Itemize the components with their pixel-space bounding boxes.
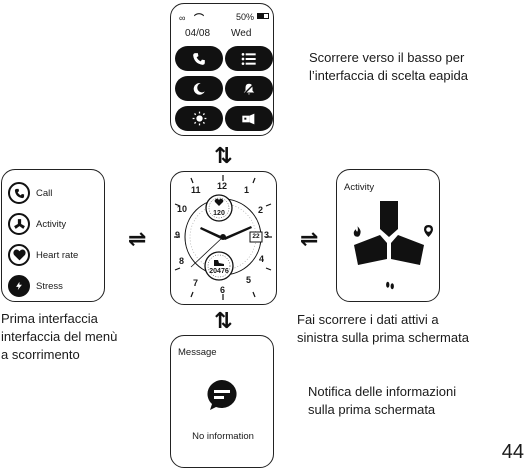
sleep-button[interactable] [175,76,223,101]
heart-icon [8,244,30,266]
weekday-text: Wed [231,28,252,39]
bottom-caption-line2: sulla prima schermata [308,402,436,417]
left-caption-line3: a scorrimento [1,347,80,362]
message-screen: Message No information [170,335,274,468]
left-caption-line2: interfaccia del menù [1,329,118,344]
list-item-call[interactable]: Call [8,182,52,204]
left-caption-line1: Prima interfaccia [1,311,98,326]
swipe-vertical-arrow-top: ⇅ [214,143,233,168]
top-caption: Scorrere verso il basso per l’interfacci… [309,50,468,83]
numeral-5: 5 [246,275,252,285]
activity-screen: Activity [336,169,440,302]
swipe-horizontal-arrow-left: ⇌ [128,226,147,251]
phone-button[interactable] [175,46,223,71]
battery-icon [257,13,269,19]
list-item-activity[interactable]: Activity [8,213,66,235]
mute-button[interactable] [225,76,273,101]
brightness-button[interactable] [175,106,223,131]
quick-menu-screen: ∞ ⌒ 50% 04/08 Wed [170,3,274,136]
headset-icon: ⌒ [194,14,204,25]
list-item-label: Stress [36,280,63,292]
list-button[interactable] [225,46,273,71]
numeral-6: 6 [220,285,226,295]
activity-icon [8,213,30,235]
footsteps-icon [386,281,394,290]
activity-title: Activity [344,182,375,193]
flashlight-button[interactable] [225,106,273,131]
numeral-11: 11 [191,185,201,195]
phone-icon [8,182,30,204]
list-icon [241,52,256,65]
swipe-horizontal-arrow-right: ⇌ [300,226,319,251]
right-caption-line2: sinistra sulla prima schermata [297,330,469,345]
bell-off-icon [243,82,255,95]
page-number: 44 [501,441,524,463]
steps-value: 20476 [209,268,229,275]
date-text: 04/08 [185,28,211,39]
phone-icon [193,52,205,65]
flashlight-icon [242,113,255,124]
numeral-2: 2 [258,205,264,215]
watch-face-screen: 120 20476 22 12 1 2 3 4 5 6 7 8 9 10 11 [170,171,277,305]
watch-face-graphic [174,175,272,300]
heart-rate-value: 120 [213,210,225,217]
list-item-label: Call [36,187,53,199]
list-item-label: Activity [36,218,67,230]
message-title: Message [178,347,217,358]
numeral-9: 9 [175,230,181,240]
numeral-8: 8 [179,256,185,266]
date-window-value: 22 [252,233,260,240]
bottom-caption-line1: Notifica delle informazioni [308,384,457,399]
link-icon: ∞ [179,13,186,23]
location-icon [424,225,433,237]
list-item-stress[interactable]: Stress [8,275,63,297]
swipe-vertical-arrow-bottom: ⇅ [214,308,233,333]
battery-text: 50% [236,12,255,22]
right-caption-line1: Fai scorrere i dati attivi a [297,312,439,327]
no-information-text: No information [192,431,254,442]
numeral-10: 10 [177,204,188,214]
numeral-7: 7 [193,278,199,288]
message-bubble-icon [207,380,237,410]
numeral-4: 4 [259,254,265,264]
activity-rings-icon [354,201,424,265]
list-item-heart-rate[interactable]: Heart rate [8,244,78,266]
moon-icon [193,82,205,95]
list-item-label: Heart rate [36,249,79,261]
numeral-3: 3 [264,230,270,240]
stress-icon [8,275,30,297]
sun-icon [192,111,206,126]
flame-icon [353,226,361,237]
numeral-1: 1 [244,185,250,195]
numeral-12: 12 [217,181,228,191]
menu-list-screen: Call Activity Heart rate Stress [1,169,105,302]
